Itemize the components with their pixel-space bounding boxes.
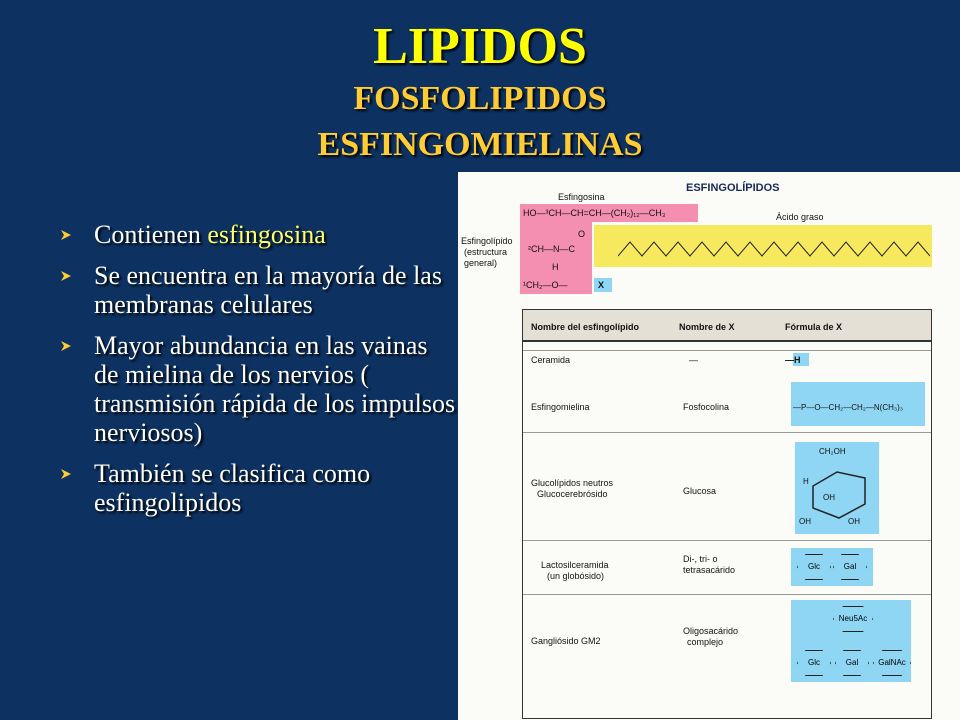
row-x-name: Oligosacárido bbox=[683, 626, 739, 636]
phosphocholine-box bbox=[791, 382, 925, 426]
sphingosine-chain-box bbox=[520, 204, 698, 222]
row-name: Ceramida bbox=[531, 355, 571, 365]
bullet-text: También se clasifica como esfingolipidos bbox=[94, 459, 371, 517]
x-group-box bbox=[594, 278, 612, 292]
row-name: Glucolípidos neutros bbox=[531, 478, 614, 488]
row-name: Lactosilceramida bbox=[541, 560, 609, 570]
row-formula: —P—O—CH₂—CH₂—N(CH₃)₃ bbox=[793, 403, 904, 412]
row-divider bbox=[523, 350, 931, 351]
row-name: Esfingomielina bbox=[531, 402, 590, 412]
bullet-highlight: esfingosina bbox=[207, 220, 326, 249]
sphingosine-backbone-box bbox=[520, 222, 592, 294]
arrow-bullet-icon bbox=[61, 469, 71, 479]
bullet-item: Mayor abundancia en las vainas de mielin… bbox=[58, 331, 458, 447]
row-x-name: Fosfocolina bbox=[683, 402, 730, 412]
row-x-name-2: tetrasacárido bbox=[683, 565, 736, 575]
sugar-oh: OH bbox=[799, 517, 811, 526]
chain-formula: HO—³CH—CH=CH—(CH₂)₁₂—CH₃ bbox=[523, 208, 666, 218]
row-divider bbox=[523, 540, 931, 541]
row-formula: —H bbox=[785, 355, 801, 365]
slide-subtitle-2: ESFINGOMIELINAS bbox=[317, 126, 643, 163]
row-x-name: Di-, tri- o bbox=[683, 554, 718, 564]
side-label-1: Esfingolípido bbox=[461, 236, 513, 246]
header-cell: Nombre del esfingolípido bbox=[531, 322, 640, 332]
bullet-item: Contienen esfingosina bbox=[58, 220, 458, 249]
slide-title: LIPIDOS bbox=[373, 18, 587, 75]
sphingolipid-figure: ESFINGOLÍPIDOS Esfingosina Ácido graso E… bbox=[458, 172, 960, 720]
carbonyl-o: O bbox=[578, 229, 586, 239]
bullet-text: Mayor abundancia en las vainas de mielin… bbox=[94, 331, 456, 447]
gal-ring: Gal bbox=[835, 650, 869, 676]
arrow-bullet-icon bbox=[61, 341, 71, 351]
side-label-3: general) bbox=[464, 258, 498, 268]
row-name: Gangliósido GM2 bbox=[531, 636, 601, 646]
row-name-2: Glucocerebrósido bbox=[537, 489, 608, 499]
row-x-name: — bbox=[689, 355, 698, 365]
nh-line: ²CH—N—C bbox=[528, 244, 575, 254]
sphingolipid-table: Nombre del esfingolípido Nombre de X Fór… bbox=[522, 309, 932, 719]
fatty-acid-label: Ácido graso bbox=[776, 212, 824, 222]
slide-subtitle-1: FOSFOLIPIDOS bbox=[353, 80, 607, 117]
neu5ac-ring: Neu5Ac bbox=[833, 606, 873, 632]
h-label: H bbox=[552, 262, 559, 272]
figure-title: ESFINGOLÍPIDOS bbox=[686, 182, 780, 194]
glc-ring: Glc bbox=[797, 650, 831, 676]
gal-ring: Gal bbox=[833, 554, 867, 580]
x-label: X bbox=[598, 280, 605, 290]
bullet-item: También se clasifica como esfingolipidos bbox=[58, 459, 458, 517]
arrow-bullet-icon bbox=[61, 271, 71, 281]
sugar-ch2oh: CH₂OH bbox=[819, 447, 846, 456]
side-label-2: (estructura bbox=[464, 247, 508, 257]
bullet-list: Contienen esfingosina Se encuentra en la… bbox=[58, 220, 458, 529]
glc-ring: Glc bbox=[797, 554, 831, 580]
bullet-text: Contienen bbox=[94, 220, 208, 249]
bullet-item: Se encuentra en la mayoría de las membra… bbox=[58, 261, 458, 319]
row-divider bbox=[523, 432, 931, 433]
glucose-ring-icon bbox=[812, 471, 866, 519]
row-divider bbox=[523, 594, 931, 595]
sphingosine-label: Esfingosina bbox=[558, 192, 605, 202]
row-x-name-2: complejo bbox=[687, 637, 724, 647]
header-cell: Fórmula de X bbox=[785, 322, 843, 332]
header-cell: Nombre de X bbox=[679, 322, 735, 332]
row-x-name: Glucosa bbox=[683, 486, 717, 496]
fatty-acid-zigzag bbox=[618, 241, 930, 257]
ch2-line: ¹CH₂—O— bbox=[523, 280, 568, 290]
formula-h-box bbox=[793, 353, 809, 366]
bullet-text: Se encuentra en la mayoría de las membra… bbox=[94, 261, 442, 319]
row-name-2: (un globósido) bbox=[547, 571, 605, 581]
table-header: Nombre del esfingolípido Nombre de X Fór… bbox=[523, 310, 931, 342]
sugar-oh: OH bbox=[848, 517, 860, 526]
sugar-h: H bbox=[803, 477, 809, 486]
arrow-bullet-icon bbox=[61, 230, 71, 240]
sugar-oh: OH bbox=[823, 493, 835, 502]
